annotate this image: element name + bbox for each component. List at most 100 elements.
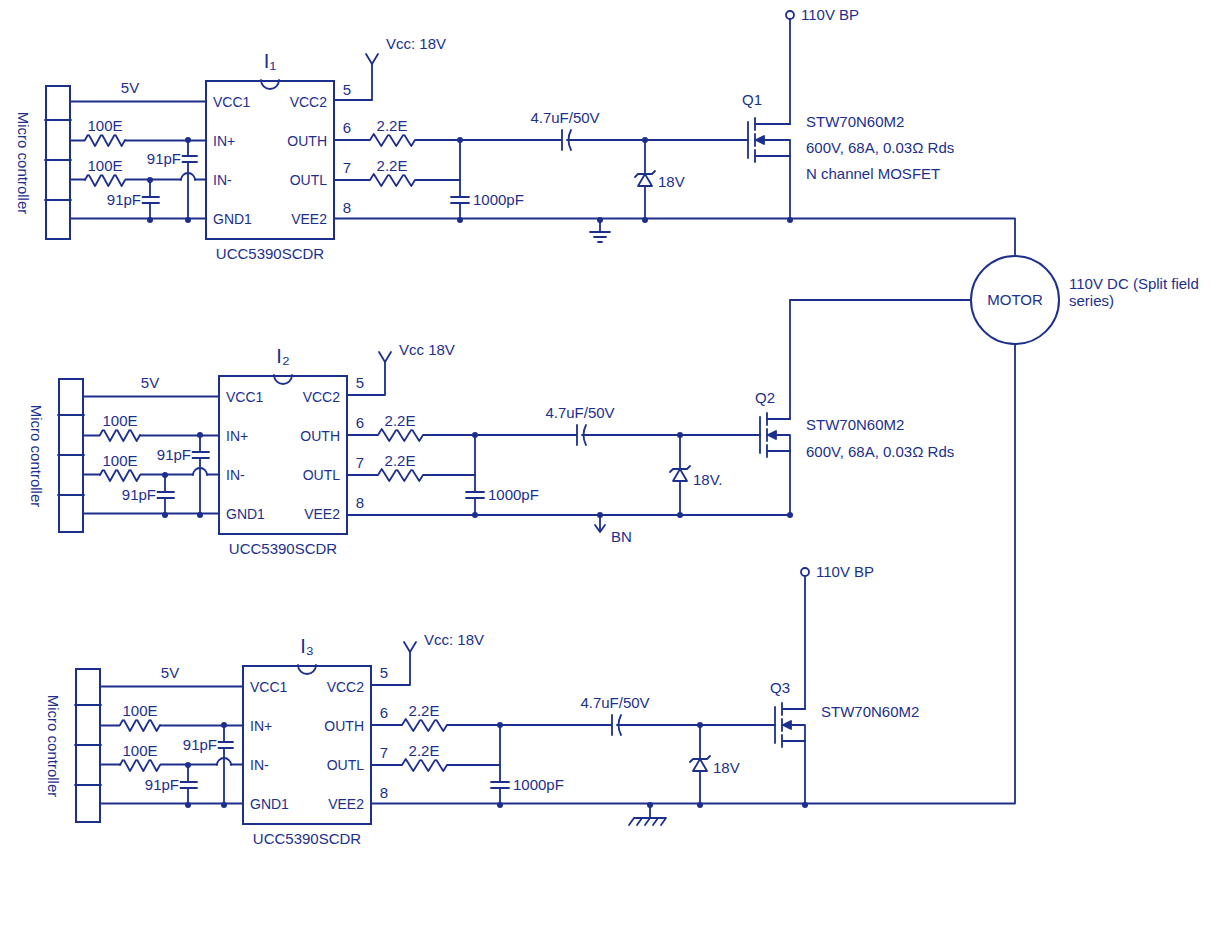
junction-dot [221,722,227,728]
pin-name: VEE2 [328,795,364,811]
connector-pin-divider [45,120,71,200]
wire [804,576,806,709]
pin-name: OUTH [287,132,327,148]
annotation-label: 100E [101,412,138,429]
annotation-label: Q1 [741,91,763,108]
annotation-label: 8 [342,199,352,216]
ground-symbol [590,220,610,242]
annotation-label: 7 [342,159,352,176]
annotation-label: 100E [86,157,123,174]
wire [644,140,646,220]
pin-name: IN- [250,756,269,772]
junction-dot [787,512,793,518]
wire [101,803,242,805]
resistor-symbol [100,429,140,441]
junction-dot [697,802,703,808]
mosfet-symbol [782,709,805,741]
chassis-ground-symbol [629,805,666,825]
wire [335,64,372,100]
part-number: UCC5390SCDR [229,540,337,557]
zener-diode-symbol [690,756,710,762]
capacitor-symbol [179,765,197,805]
annotation-label: 110V BP [800,6,860,23]
wire [372,345,1015,804]
driver-ic-box: I₂VCC1IN+IN-GND1VCC2OUTHOUTLVEE2UCC5390S… [218,375,348,535]
annotation-label: 2.2E [408,742,441,759]
annotation-label: 5V [120,79,140,96]
annotation-label: 600V, 68A, 0.03Ω Rds [805,139,955,156]
resistor-symbol [120,759,160,771]
pin-name: VEE2 [304,505,340,521]
pin-name: OUTL [303,466,340,482]
junction-dot [147,177,153,183]
annotation-label: 7 [379,744,389,761]
pin-name: OUTL [290,171,327,187]
annotation-label: 91pF [106,191,142,208]
annotation-label: Q3 [769,679,791,696]
resistor-symbol [378,469,423,481]
junction-dot [147,217,153,223]
capacitor-symbol [141,180,159,220]
ground-arrow-symbol [595,525,605,532]
connector-header: Micro controller [45,85,71,240]
connector-pin-divider [75,705,101,785]
part-number: UCC5390SCDR [216,245,324,262]
junction-dot [677,512,683,518]
pin-name: GND1 [250,795,289,811]
capacitor-symbol [617,715,775,735]
wire [789,451,791,515]
annotation-label: 110V DC (Split field series) [1068,275,1220,310]
mosfet-symbol [755,124,790,156]
pin-name: VCC2 [290,93,327,109]
pin-name: VCC2 [303,388,340,404]
junction-dot [185,802,191,808]
resistor-symbol [85,174,125,186]
junction-dot [197,432,203,438]
annotation-label: 100E [121,702,158,719]
capacitor-symbol [460,130,562,150]
annotation-label: 18V. [692,471,723,488]
annotation-label: 110V BP [815,563,875,580]
wire [790,300,970,419]
annotation-label: 91pF [156,446,192,463]
annotation-label: 2.2E [384,412,417,429]
wire [679,435,681,515]
annotation-label: 91pF [121,486,157,503]
junction-dot [162,512,168,518]
annotation-label: STW70N60M2 [805,113,905,130]
pin-name: OUTH [324,717,364,733]
annotation-label: 5 [379,664,389,681]
connector-title: Micro controller [14,111,31,214]
motor-label: MOTOR [987,291,1043,308]
ic-designator: I₃ [300,635,314,658]
connector-title: Micro controller [44,694,61,797]
annotation-label: 100E [121,742,158,759]
annotation-label: Vcc 18V [398,341,456,358]
pin-name: VCC1 [226,388,263,404]
wire [348,435,475,475]
capacitor-symbol [567,130,748,150]
wire [71,101,205,103]
wire [372,652,410,685]
annotation-label: 4.7uF/50V [579,694,650,711]
wire [789,19,791,124]
wire [101,686,242,688]
resistor-symbol [370,134,415,146]
annotation-label: 5 [342,81,352,98]
annotation-label: 4.7uF/50V [544,404,615,421]
junction-dot [642,217,648,223]
capacitor-symbol [475,425,577,445]
annotation-label: 4.7uF/50V [529,109,600,126]
mosfet-gate [747,122,749,158]
driver-ic-box: I₁VCC1IN+IN-GND1VCC2OUTHOUTLVEE2UCC5390S… [205,80,335,240]
annotation-label: 8 [379,784,389,801]
pin-name: OUTH [300,427,340,443]
mosfet-symbol [767,419,790,451]
supply-symbol [379,352,391,362]
wire [599,515,601,531]
zener-diode-symbol [673,469,687,481]
wire-crossover [181,173,195,180]
annotation-label: 2.2E [376,117,409,134]
pin-name: VEE2 [291,210,327,226]
